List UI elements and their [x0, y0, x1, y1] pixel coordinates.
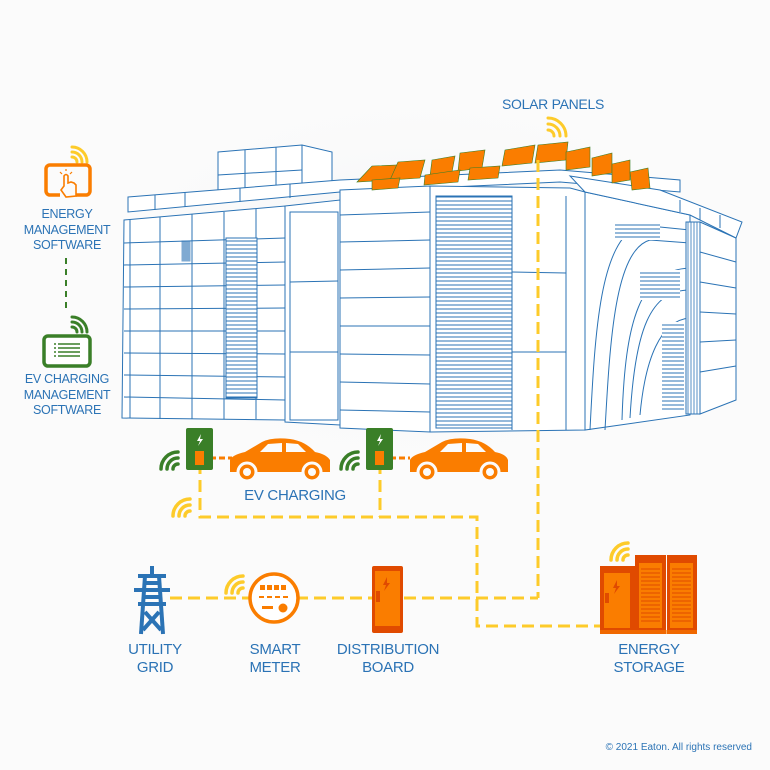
- smart-meter-label: SMART METER: [249, 641, 301, 676]
- energy-management-software-label: ENERGY MANAGEMENT SOFTWARE: [23, 207, 111, 252]
- touch-screen-icon: [44, 163, 92, 200]
- ev-charging-management-software-label: EV CHARGING MANAGEMENT SOFTWARE: [23, 372, 111, 417]
- copyright-notice: © 2021 Eaton. All rights reserved: [605, 742, 752, 753]
- ev-charging-label: EV CHARGING: [244, 487, 346, 504]
- energy-storage-label: ENERGY STORAGE: [613, 641, 685, 676]
- charging-station-icon: [366, 428, 393, 470]
- energy-connections: [170, 160, 600, 628]
- solar-panels-label: SOLAR PANELS: [502, 96, 604, 112]
- charging-station-icon: [186, 428, 213, 470]
- power-tower-icon: [134, 566, 170, 635]
- utility-grid-label: UTILITY GRID: [128, 641, 182, 676]
- list-screen-icon: [42, 334, 92, 368]
- smart-meter-icon: [248, 572, 300, 624]
- car-icon: [230, 438, 330, 483]
- car-icon: [410, 438, 508, 483]
- solar-panels: [356, 141, 651, 191]
- battery-cabinet-icon: [600, 555, 697, 634]
- building: [121, 144, 743, 433]
- distribution-board-icon: [372, 566, 403, 633]
- wireless-signal-icon: [70, 116, 630, 595]
- distribution-board-label: DISTRIBUTION BOARD: [336, 641, 440, 676]
